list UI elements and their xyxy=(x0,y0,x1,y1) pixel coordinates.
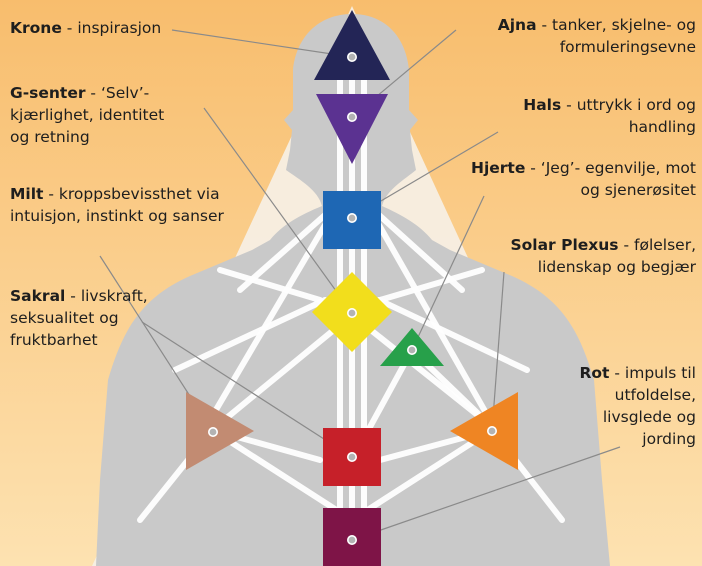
channel-line xyxy=(217,267,323,303)
channel-line xyxy=(237,212,328,293)
center-dots xyxy=(208,51,497,545)
label-solar-plexus: Solar Plexus - følelser, lidenskap og be… xyxy=(510,236,696,276)
label-ajna: Ajna - tanker, skjelne- og formuleringse… xyxy=(497,16,696,56)
label-milt: Milt - kroppsbevissthet via intuisjon, i… xyxy=(10,185,224,225)
solar-plexus-leader-line xyxy=(491,271,505,432)
label-g-senter: G-senter - ‘Selv’-kjærlighet, identitet … xyxy=(10,84,165,146)
solar-plexus-name: Solar Plexus xyxy=(510,236,619,254)
sakral-leader-line xyxy=(141,321,353,458)
channel-line xyxy=(209,427,355,523)
krone-leader-line xyxy=(171,29,353,58)
g-senter-name: G-senter xyxy=(10,84,86,102)
channel-line xyxy=(209,312,355,433)
g-senter-desc: ‘Selv’-kjærlighet, identitet og retning xyxy=(10,84,165,146)
hjerte-leader-line xyxy=(411,195,485,351)
krone-dot xyxy=(346,51,357,62)
rot-name: Rot xyxy=(579,364,610,382)
label-rot: Rot - impuls til utfoldelse, livsglede o… xyxy=(579,364,696,448)
hjerte-dot xyxy=(406,344,417,355)
hjerte-name: Hjerte xyxy=(470,159,526,177)
rot-dot xyxy=(346,534,357,545)
solar-plexus-desc: følelser, lidenskap og begjær xyxy=(537,236,696,276)
channel-line xyxy=(207,222,328,423)
hals-name: Hals xyxy=(523,96,562,114)
hjerte-desc: ‘Jeg’- egenvilje, mot og sjenerøsitet xyxy=(540,159,696,199)
rot-leader-line xyxy=(351,446,621,541)
channel-line xyxy=(376,222,493,423)
hals-dot xyxy=(346,213,357,224)
milt-desc: kroppsbevissthet via intuisjon, instinkt… xyxy=(10,185,224,225)
channel-line xyxy=(376,297,530,373)
ajna-name: Ajna xyxy=(497,16,537,34)
channel-line xyxy=(376,212,465,293)
ajna-dot xyxy=(346,112,357,123)
channel-line xyxy=(377,267,485,303)
hals-desc: uttrykk i ord og handling xyxy=(576,96,696,136)
channel-line xyxy=(349,427,495,523)
milt-dot xyxy=(208,426,219,437)
sakral-desc: livskraft, seksualitet og fruktbarhet xyxy=(10,287,148,349)
g-senter-dot xyxy=(346,307,357,318)
energy-centers xyxy=(186,10,518,566)
label-hals: Hals - uttrykk i ord og handling xyxy=(523,96,696,136)
rot-desc: impuls til utfoldelse, livsglede og jord… xyxy=(602,364,696,448)
label-sakral: Sakral - livskraft, seksualitet og frukt… xyxy=(10,287,148,349)
solar-plexus-center xyxy=(450,392,518,470)
channel-line xyxy=(172,297,328,373)
ajna-center xyxy=(316,94,388,164)
krone-desc: inspirasjon xyxy=(77,19,162,37)
milt-center xyxy=(186,392,254,470)
krone-center xyxy=(314,10,390,80)
sakral-dot xyxy=(346,451,357,462)
label-krone: Krone - inspirasjon xyxy=(10,19,162,37)
krone-name: Krone xyxy=(10,19,62,37)
ajna-desc: tanker, skjelne- og formuleringsevne xyxy=(552,16,696,56)
solar-plexus-dot xyxy=(486,425,497,436)
g-senter-leader-line xyxy=(203,107,353,314)
sakral-name: Sakral xyxy=(10,287,66,305)
label-hjerte: Hjerte - ‘Jeg’- egenvilje, mot og sjener… xyxy=(470,159,696,199)
milt-name: Milt xyxy=(10,185,44,203)
